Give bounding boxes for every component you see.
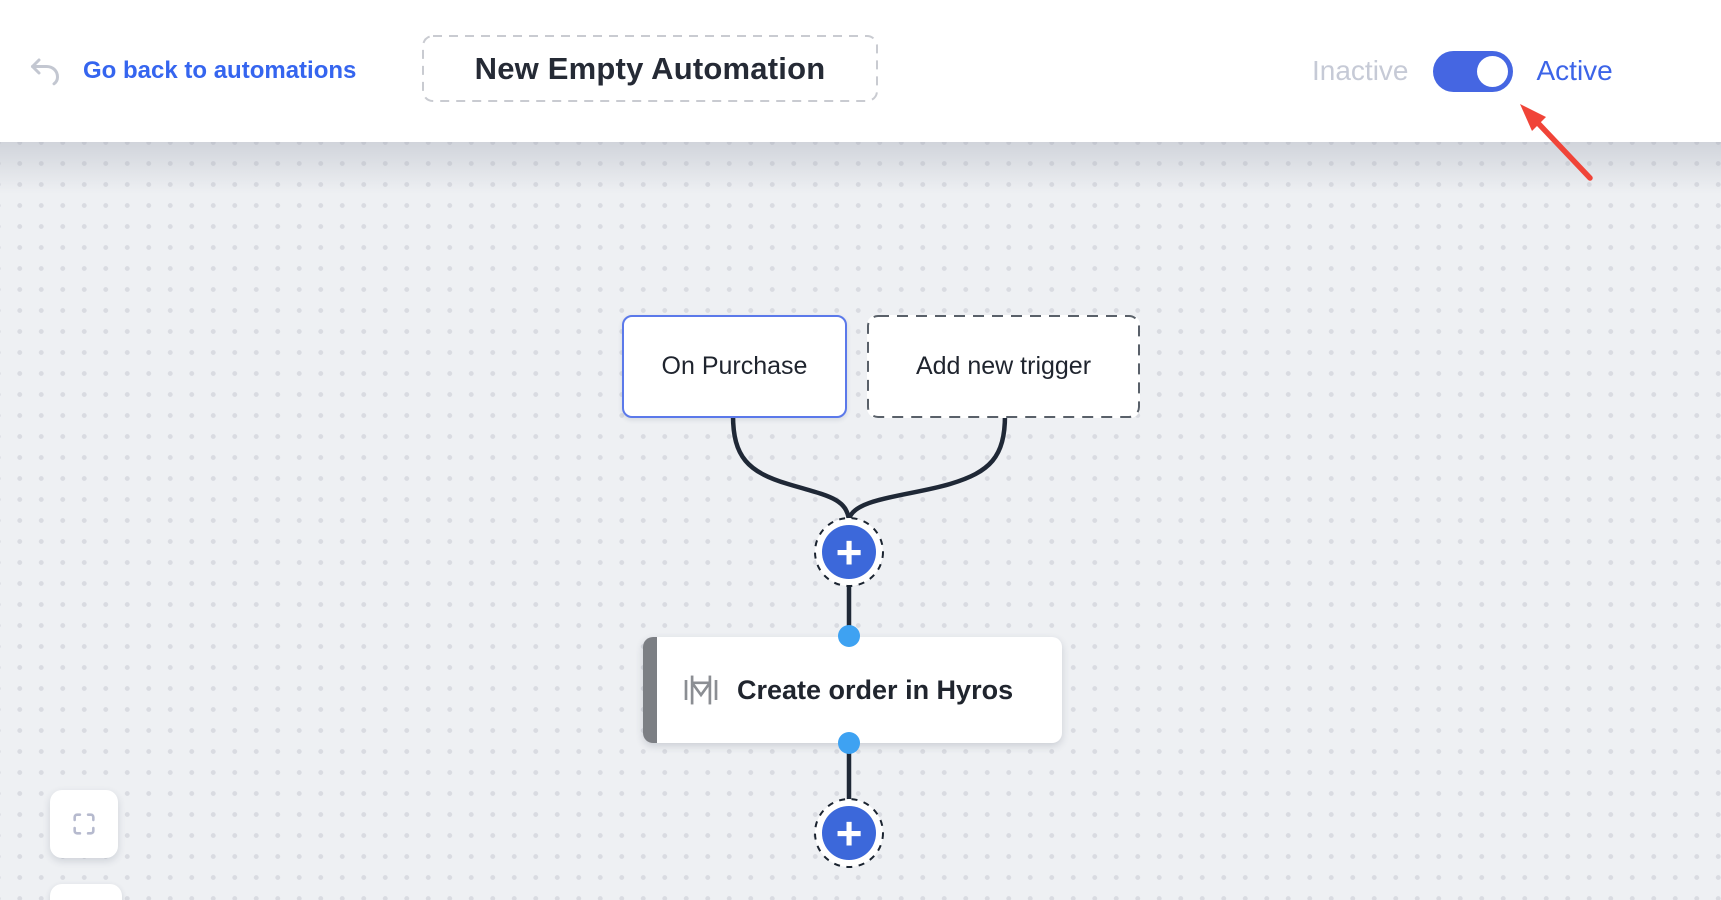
canvas-control-button-partial[interactable] xyxy=(50,884,122,900)
page-title: New Empty Automation xyxy=(474,50,826,86)
active-label: Active xyxy=(1536,55,1613,86)
status-toggle-cluster: Inactive Active xyxy=(1312,0,1613,142)
fit-view-button[interactable] xyxy=(50,790,118,858)
add-step-button-top[interactable]: + xyxy=(814,517,884,587)
edge-trigger-to-plus xyxy=(730,414,852,521)
toggle-knob xyxy=(1476,55,1508,87)
fit-view-icon xyxy=(73,813,95,835)
automation-title-field[interactable]: New Empty Automation xyxy=(422,35,878,102)
header-bar: Go back to automations New Empty Automat… xyxy=(0,0,1721,142)
status-toggle[interactable] xyxy=(1432,50,1513,92)
edge-addtrigger-to-plus xyxy=(846,414,1008,521)
workflow-canvas[interactable]: + + On Purchase Add new trigger xyxy=(0,142,1721,900)
node-create-order-in-hyros[interactable]: Create order in Hyros xyxy=(643,637,1062,743)
workflow-edges: + + xyxy=(730,414,1008,868)
add-step-button-bottom[interactable]: + xyxy=(814,798,884,868)
node-on-purchase[interactable]: On Purchase xyxy=(622,315,847,418)
connection-port-bottom[interactable] xyxy=(838,732,860,754)
node-label: Add new trigger xyxy=(915,352,1092,380)
undo-arrow-icon[interactable] xyxy=(28,54,62,88)
go-back-link[interactable]: Go back to automations xyxy=(83,57,357,84)
hyros-logo-icon xyxy=(684,675,718,705)
inactive-label: Inactive xyxy=(1312,55,1409,86)
connection-port-top[interactable] xyxy=(838,625,860,647)
add-new-trigger-button[interactable]: Add new trigger xyxy=(867,315,1140,418)
node-accent-bar xyxy=(643,637,657,743)
node-label: On Purchase xyxy=(661,352,808,380)
node-label: Create order in Hyros xyxy=(737,674,1014,705)
